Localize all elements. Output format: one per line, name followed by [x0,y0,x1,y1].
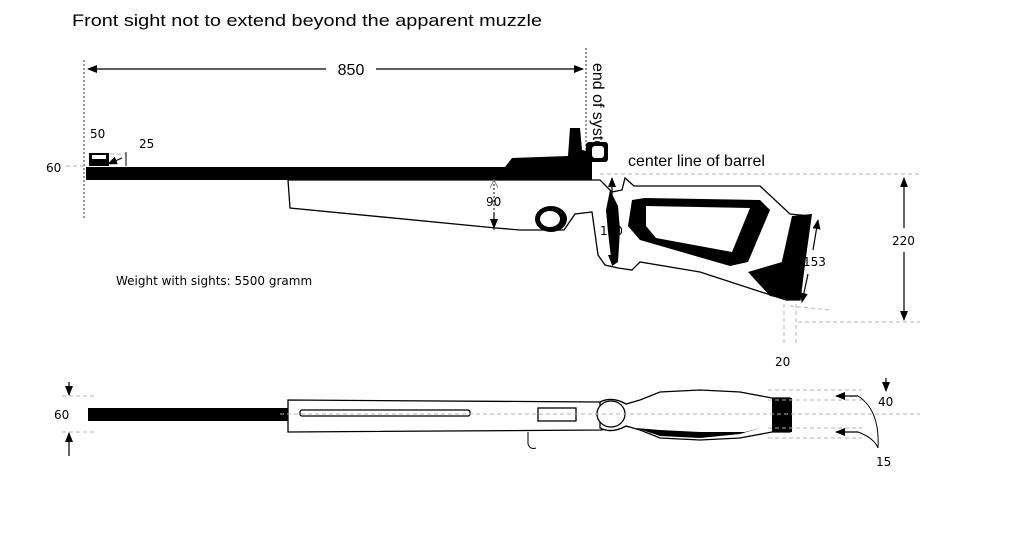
width-top-label: 60 [54,408,69,422]
front-sight-height-label: 25 [139,137,154,151]
top-view-rifle: 60 40 15 [54,378,920,469]
trigger-guard-depth-label: 90 [486,195,501,209]
butt-drop-dimension: 220 [892,177,915,321]
grip-depth-dimension: 160 [600,177,623,265]
length-label: 850 [338,62,365,79]
top-barrel [88,408,290,421]
side-view-rifle [86,128,812,301]
butt-plate-length-label: 153 [803,255,826,269]
grip-depth-label: 160 [600,224,623,238]
title-text: Front sight not to extend beyond the app… [72,11,542,30]
butt-plate-offset-label: 20 [775,355,790,369]
end-of-system-label: end of system [589,63,606,163]
butt-plate [780,214,812,300]
length-dimension: 850 [83,48,587,218]
butt-drop-label: 220 [892,234,915,248]
front-sight-length-label: 50 [90,127,105,141]
top-butt-plate [772,398,792,432]
butt-plate-length-dimension: 153 [799,219,826,303]
center-line-label: center line of barrel [628,153,765,170]
barrel [86,167,592,180]
front-sight: 50 25 [89,127,154,166]
butt-width-label: 40 [878,395,893,409]
trigger-guard-depth-dimension: 90 [486,178,501,230]
barrel-height-side-label: 60 [46,161,61,175]
butt-offset-label: 15 [876,455,891,469]
weight-label: Weight with sights: 5500 gramm [116,274,312,288]
